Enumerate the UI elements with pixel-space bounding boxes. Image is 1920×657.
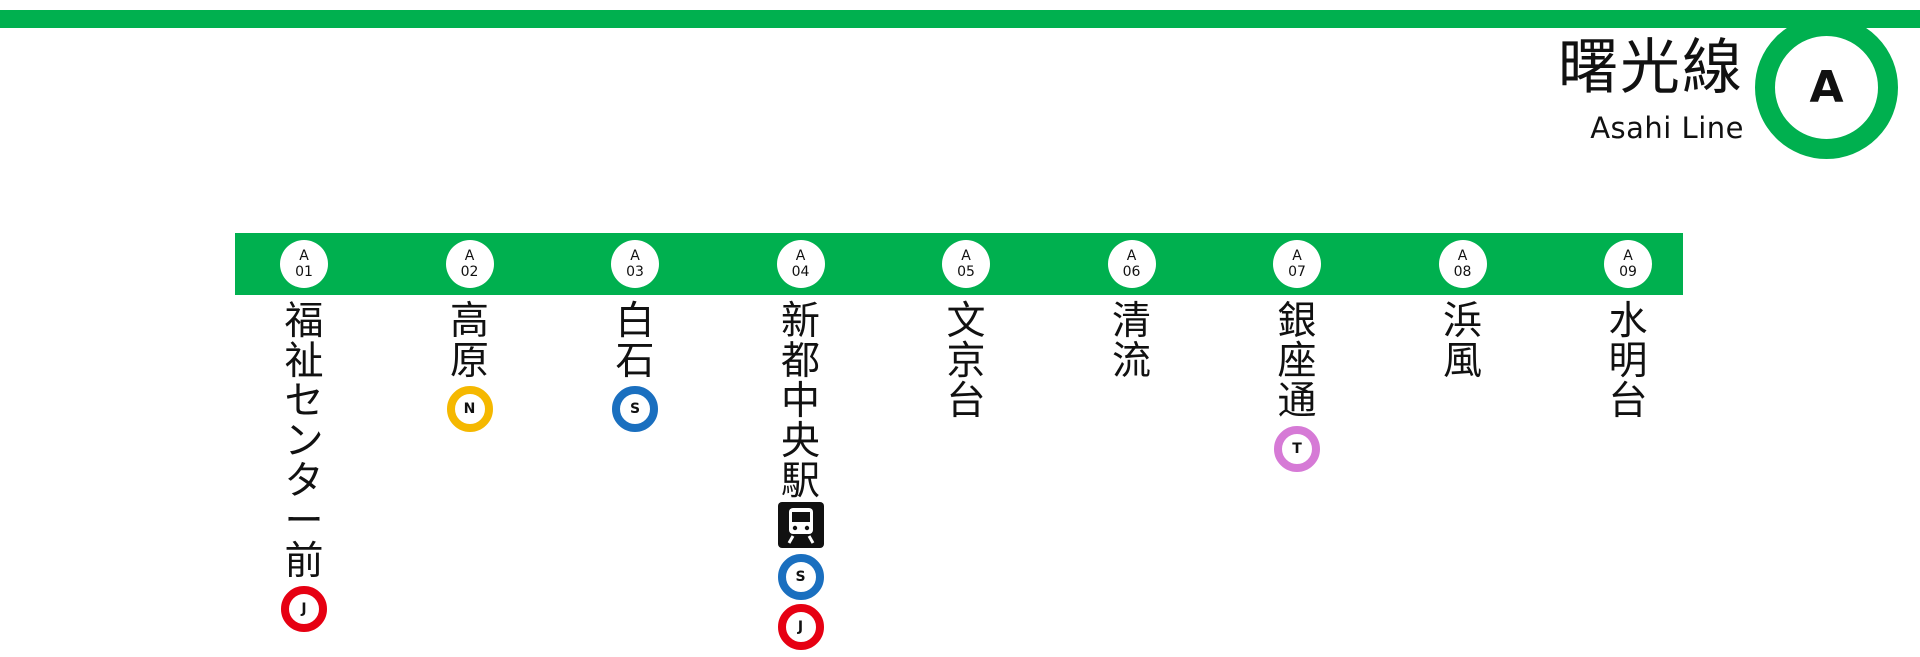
line-name-ja: 曙光線 bbox=[1558, 33, 1744, 103]
transfer-s-line-icon[interactable]: S bbox=[612, 386, 658, 432]
station-number-letter: A bbox=[464, 248, 475, 264]
station-number-letter: A bbox=[1126, 248, 1137, 264]
station-name: 文京台 bbox=[946, 299, 986, 424]
transfer-t-line-icon[interactable]: T bbox=[1274, 426, 1320, 472]
station-number-digits: 01 bbox=[295, 264, 313, 280]
transfer-icons: N bbox=[446, 382, 493, 432]
line-code: A bbox=[1809, 62, 1844, 113]
station-name: 清流 bbox=[1111, 299, 1151, 384]
station-number-letter: A bbox=[1292, 248, 1302, 264]
station-number-letter: A bbox=[299, 248, 309, 264]
station-number-digits: 09 bbox=[1619, 264, 1637, 280]
station-name: 高原 bbox=[449, 299, 489, 384]
station-number-letter: A bbox=[961, 248, 971, 264]
transfer-j-line-icon[interactable]: J bbox=[281, 586, 327, 632]
station-name: 水明台 bbox=[1608, 299, 1648, 424]
transfer-n-line-icon[interactable]: N bbox=[446, 386, 493, 432]
station-name: 白石 bbox=[615, 299, 655, 384]
station-number-digits: 05 bbox=[957, 264, 975, 280]
station-number-letter: A bbox=[1623, 248, 1633, 264]
transfer-j-line-icon[interactable]: J bbox=[777, 604, 824, 650]
station-number-digits: 06 bbox=[1122, 264, 1141, 280]
transfer-icons: S bbox=[612, 382, 658, 432]
station-number-digits: 02 bbox=[460, 264, 479, 280]
train-icon bbox=[777, 502, 824, 548]
station-number-letter: A bbox=[795, 248, 806, 264]
station-number-digits: 08 bbox=[1453, 264, 1472, 280]
line-color-bar bbox=[0, 10, 1920, 28]
station-name: 銀座通 bbox=[1277, 299, 1317, 424]
station-name: 福祉センター前 bbox=[284, 299, 324, 584]
station-number-digits: 03 bbox=[626, 264, 644, 280]
station-number-letter: A bbox=[630, 248, 640, 264]
line-badge: A bbox=[1755, 16, 1898, 159]
transfer-icons: T bbox=[1274, 422, 1320, 472]
transfer-s-line-icon[interactable]: S bbox=[777, 554, 824, 600]
station-name: 浜風 bbox=[1442, 299, 1482, 384]
line-name-en: Asahi Line bbox=[1590, 111, 1744, 145]
transfer-icons: J bbox=[281, 582, 327, 632]
station-name: 新都中央駅 bbox=[780, 299, 820, 504]
station-number-digits: 04 bbox=[791, 264, 810, 280]
station-number-digits: 07 bbox=[1288, 264, 1306, 280]
station-number-letter: A bbox=[1457, 248, 1468, 264]
